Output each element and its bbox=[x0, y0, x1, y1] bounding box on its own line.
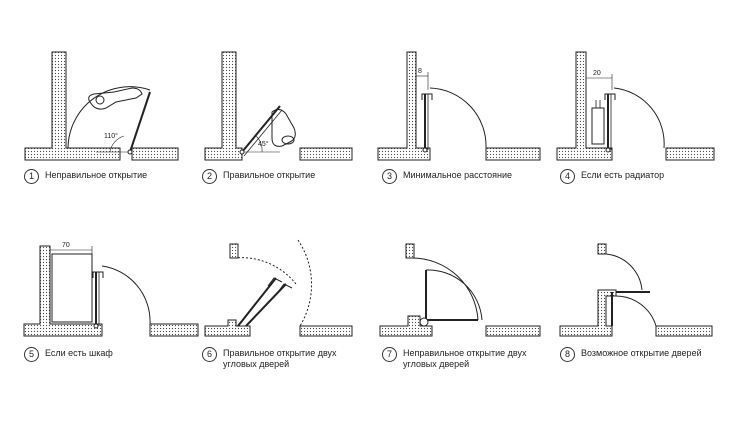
wall bbox=[299, 325, 353, 337]
dimension-label: 20 bbox=[593, 70, 601, 77]
swing-arc bbox=[425, 269, 483, 321]
diagram-4-radiator: 20 bbox=[556, 51, 715, 161]
caption-number: 8 bbox=[560, 347, 575, 362]
caption-6: 6 Правильное открытие двух угловых двере… bbox=[202, 347, 353, 370]
door-handle bbox=[92, 271, 104, 278]
swing-arc bbox=[411, 257, 479, 321]
wall bbox=[485, 325, 541, 337]
caption-5: 5 Если есть шкаф bbox=[24, 347, 113, 362]
caption-number: 2 bbox=[202, 169, 217, 184]
swing-arc bbox=[101, 265, 151, 325]
swing-arc bbox=[613, 87, 665, 149]
door-handle bbox=[267, 277, 283, 287]
door-handle bbox=[604, 93, 616, 100]
wall bbox=[379, 315, 433, 337]
caption-number: 1 bbox=[24, 169, 39, 184]
caption-text: Неправильное открытие bbox=[45, 170, 148, 180]
swing-arc bbox=[67, 86, 151, 149]
wall bbox=[485, 147, 541, 161]
caption-4: 4 Если есть радиатор bbox=[560, 169, 665, 184]
diagram-2-right-opening: 45° bbox=[204, 51, 353, 161]
wall bbox=[24, 51, 121, 161]
caption-number: 6 bbox=[202, 347, 217, 362]
person-head bbox=[281, 135, 295, 145]
wall bbox=[665, 147, 715, 161]
caption-text: Возможное открытие дверей bbox=[581, 348, 702, 358]
caption-text: Минимальное расстояние bbox=[403, 170, 513, 180]
caption-text: Правильное открытие bbox=[223, 170, 316, 180]
swing-arc bbox=[615, 295, 657, 327]
angle-label: 45° bbox=[258, 140, 269, 148]
swing-arc bbox=[233, 257, 297, 285]
caption-number: 3 bbox=[382, 169, 397, 184]
caption-2: 2 Правильное открытие bbox=[202, 169, 316, 184]
caption-text: Неправильное открытие двух угловых двере… bbox=[403, 348, 527, 369]
diagram-8-possible-opening bbox=[559, 243, 713, 337]
wall bbox=[23, 245, 103, 337]
swing-arc bbox=[429, 87, 487, 149]
swing-arc bbox=[605, 253, 643, 291]
door-handle bbox=[277, 283, 293, 293]
wall bbox=[229, 243, 239, 259]
diagram-3-min-distance: 8 bbox=[377, 51, 541, 161]
door-leaf bbox=[237, 277, 277, 327]
caption-number: 7 bbox=[382, 347, 397, 362]
person-figure bbox=[88, 87, 143, 110]
caption-text: Если есть радиатор bbox=[581, 170, 665, 180]
door-handle bbox=[421, 93, 433, 100]
diagram-1-wrong-opening: 110° bbox=[24, 51, 179, 161]
diagram-5-wardrobe: 70 bbox=[23, 242, 199, 337]
diagram-6-right-corner-doors bbox=[204, 239, 353, 337]
wall bbox=[131, 147, 179, 161]
wall bbox=[149, 323, 199, 337]
caption-8: 8 Возможное открытие дверей bbox=[560, 347, 702, 362]
wall bbox=[655, 325, 713, 337]
radiator bbox=[591, 107, 605, 145]
wall bbox=[559, 289, 617, 337]
wall bbox=[597, 243, 607, 255]
angle-label: 110° bbox=[104, 132, 118, 140]
caption-text: Правильное открытие двух угловых дверей bbox=[223, 348, 337, 369]
caption-text: Если есть шкаф bbox=[45, 348, 113, 358]
diagram-7-wrong-corner-doors bbox=[379, 243, 541, 337]
door-leaf bbox=[241, 105, 281, 153]
caption-number: 4 bbox=[560, 169, 575, 184]
wall bbox=[204, 51, 243, 161]
swing-arc bbox=[297, 239, 313, 327]
wall bbox=[405, 243, 415, 259]
door-leaf bbox=[129, 91, 151, 153]
wardrobe bbox=[51, 253, 93, 323]
person-head bbox=[95, 95, 105, 105]
wall bbox=[556, 51, 613, 161]
wall bbox=[299, 147, 353, 161]
wall bbox=[204, 319, 251, 337]
caption-7: 7 Неправильное открытие двух угловых две… bbox=[382, 347, 533, 370]
caption-1: 1 Неправильное открытие bbox=[24, 169, 148, 184]
caption-number: 5 bbox=[24, 347, 39, 362]
caption-3: 3 Минимальное расстояние bbox=[382, 169, 513, 184]
person-figure bbox=[271, 108, 296, 147]
dimension-label: 8 bbox=[418, 68, 422, 75]
wall bbox=[377, 51, 431, 161]
dimension-label: 70 bbox=[62, 242, 70, 249]
